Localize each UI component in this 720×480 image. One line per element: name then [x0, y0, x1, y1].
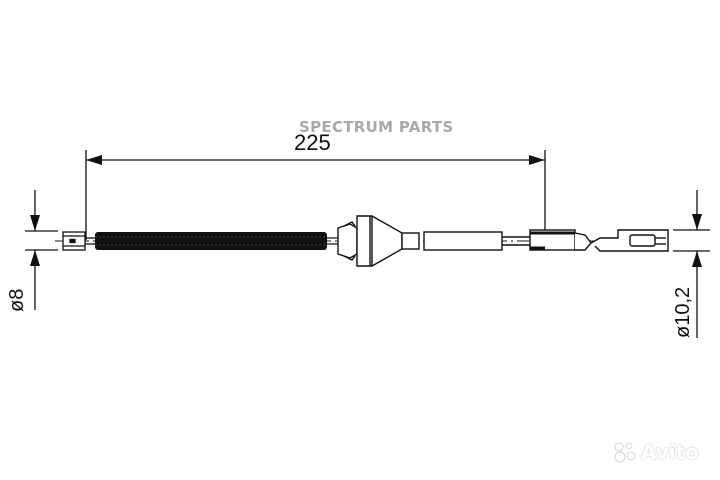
- right-diameter-label: ø10,2: [672, 286, 694, 338]
- grommet: [337, 215, 530, 267]
- length-dimension: [85, 150, 546, 240]
- length-label: 225: [294, 130, 331, 155]
- right-end-fitting: [529, 229, 669, 252]
- watermark: SPECTRUM PARTS: [299, 118, 454, 136]
- right-diameter-dimension: [673, 190, 710, 338]
- left-diameter-label: ø8: [6, 288, 28, 312]
- avito-dots-icon: [614, 442, 636, 463]
- avito-text: Avito: [641, 440, 699, 464]
- left-diameter-dimension: [25, 190, 58, 310]
- avito-badge: Avito: [612, 440, 699, 464]
- left-end-fitting: [62, 231, 95, 251]
- spring-sleeve: [95, 232, 340, 250]
